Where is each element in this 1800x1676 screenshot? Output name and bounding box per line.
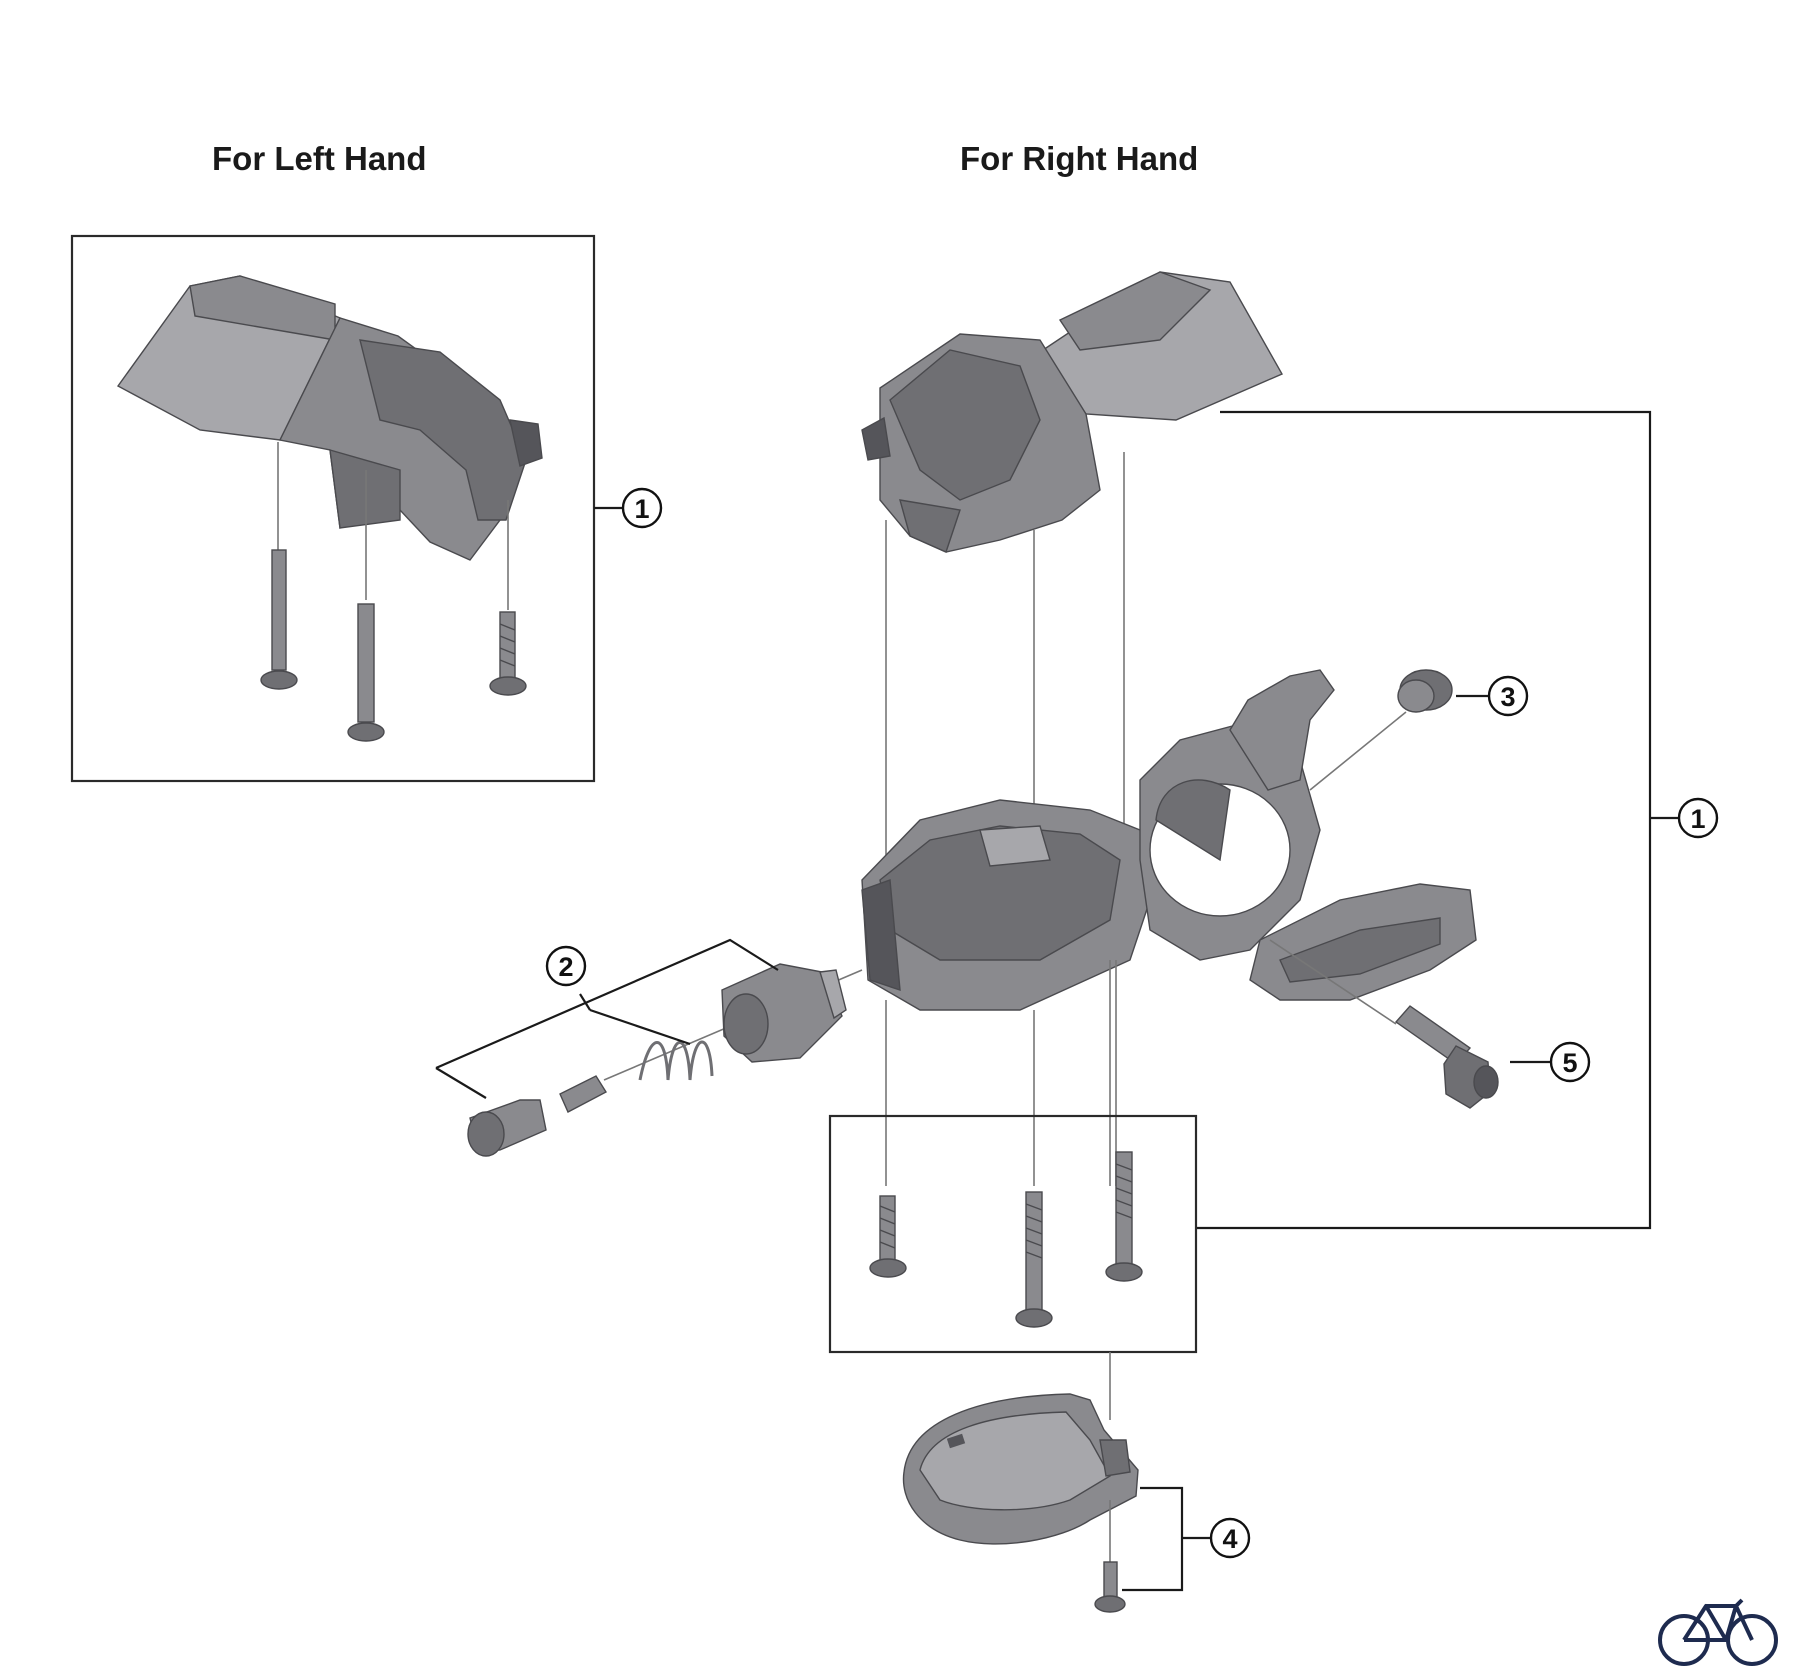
callout-clamp-bolt-label: 5 [1562, 1048, 1577, 1078]
shifter-body-part [861, 669, 1477, 1011]
callout-clamp-bolt [1549, 1041, 1591, 1083]
right-hand-heading: For Right Hand [960, 140, 1198, 177]
bicycle-icon [1658, 1598, 1778, 1666]
bottom-cover-part [902, 1393, 1139, 1545]
left-screw-long [260, 549, 298, 690]
callout-bottom-cover [1209, 1517, 1251, 1559]
callout-adjuster [545, 945, 587, 987]
callout-left-cover [621, 487, 663, 529]
right-screw-frame [828, 1114, 1198, 1354]
left-cover-part [116, 275, 543, 561]
callout-adjuster-label: 2 [558, 952, 573, 982]
clamp-bolt-part [1394, 1005, 1499, 1109]
adjuster-bolt-part [467, 1075, 607, 1157]
left-hand-cover-group: 1 [70, 234, 663, 783]
callout-left-cover-label: 1 [634, 494, 649, 524]
adjuster-spring-part [638, 1040, 714, 1081]
left-screw-short [489, 611, 527, 696]
adjuster-barrel-part [721, 963, 847, 1063]
bottom-cover-screw [1094, 1561, 1126, 1613]
left-screw-mid [347, 603, 385, 742]
callout-bottom-cover-label: 4 [1222, 1524, 1237, 1554]
right-screw-right [1105, 1151, 1143, 1282]
right-screw-left [869, 1195, 907, 1278]
cap-part [1397, 669, 1453, 713]
right-hand-assembly-group: 1 [435, 271, 1719, 1613]
left-hand-heading: For Left Hand [212, 140, 426, 177]
callout-cap [1487, 675, 1529, 717]
callout-right-assembly [1677, 797, 1719, 839]
right-screw-center [1015, 1191, 1053, 1328]
right-top-cover-part [861, 271, 1283, 553]
callout-cap-label: 3 [1500, 682, 1515, 712]
callout-right-assembly-label: 1 [1690, 804, 1705, 834]
